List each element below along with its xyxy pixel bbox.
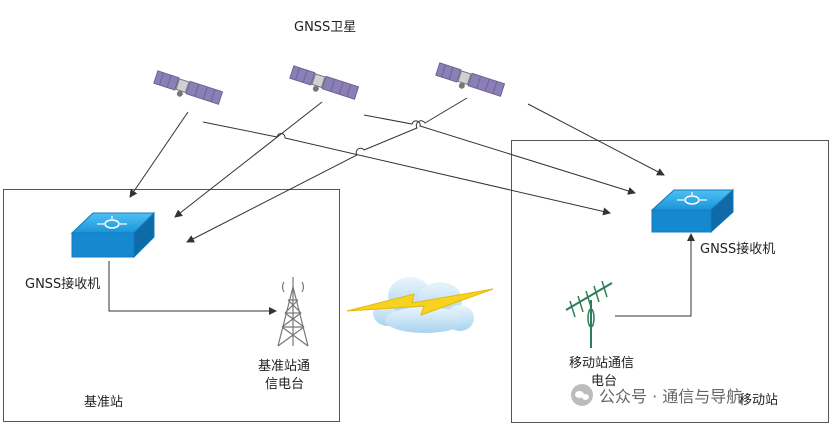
antenna-icon	[565, 280, 613, 348]
lightning-bolt-icon	[346, 288, 494, 316]
base-receiver-label: GNSS接收机	[25, 277, 101, 292]
rover-radio-label-line1: 移动站通信	[569, 356, 635, 371]
satellite-icon	[435, 62, 506, 97]
signal-line-sat1-rover	[202, 121, 611, 216]
rover-station-frame	[511, 140, 829, 423]
base-radio-label-line1: 基准站通	[258, 359, 311, 374]
base-station-label: 基准站	[84, 395, 124, 410]
watermark: 公众号 · 通信与导航	[571, 383, 742, 407]
wechat-logo-icon	[571, 384, 593, 406]
signal-line-sat3-base	[186, 97, 468, 243]
signal-line-sat2-base	[174, 101, 323, 218]
base-station-frame	[3, 189, 340, 422]
watermark-text: 公众号 · 通信与导航	[599, 387, 743, 406]
rover-link-line	[615, 233, 695, 317]
signal-line-sat1-base	[129, 111, 189, 198]
signal-line-sat2-rover	[363, 114, 636, 195]
rover-radio-label-line2: 电台	[591, 374, 618, 389]
base-link-line	[108, 261, 277, 315]
rover-station-label: 移动站	[739, 393, 779, 408]
base-radio-label-line2: 信电台	[265, 377, 305, 392]
signal-line-sat3-rover	[527, 103, 665, 176]
receiver-icon	[70, 211, 156, 259]
rover-receiver-label: GNSS接收机	[700, 242, 776, 257]
receiver-icon	[650, 188, 735, 234]
satellite-icon	[153, 70, 224, 105]
satellite-title: GNSS卫星	[294, 20, 357, 35]
radio-tower-icon	[277, 277, 309, 347]
satellite-icon	[289, 65, 360, 100]
